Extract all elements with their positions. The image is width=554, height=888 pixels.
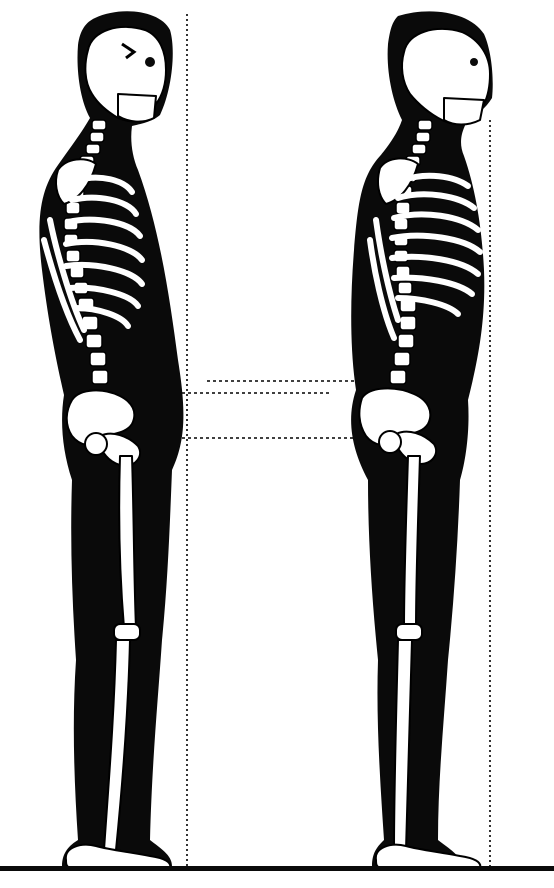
- jaw-right: [444, 98, 484, 125]
- kneecap-right: [396, 624, 422, 640]
- hip-joint-left: [85, 433, 107, 455]
- hip-joint-right: [379, 431, 401, 453]
- eye-socket-right: [470, 58, 478, 66]
- kneecap-left: [114, 624, 140, 640]
- ground-line: [0, 866, 554, 871]
- jaw-left: [118, 94, 156, 122]
- figure-right-upright: [351, 11, 493, 868]
- femur-left: [119, 456, 136, 628]
- eye-socket-left: [145, 57, 155, 67]
- figure-left-slouched: [39, 11, 183, 868]
